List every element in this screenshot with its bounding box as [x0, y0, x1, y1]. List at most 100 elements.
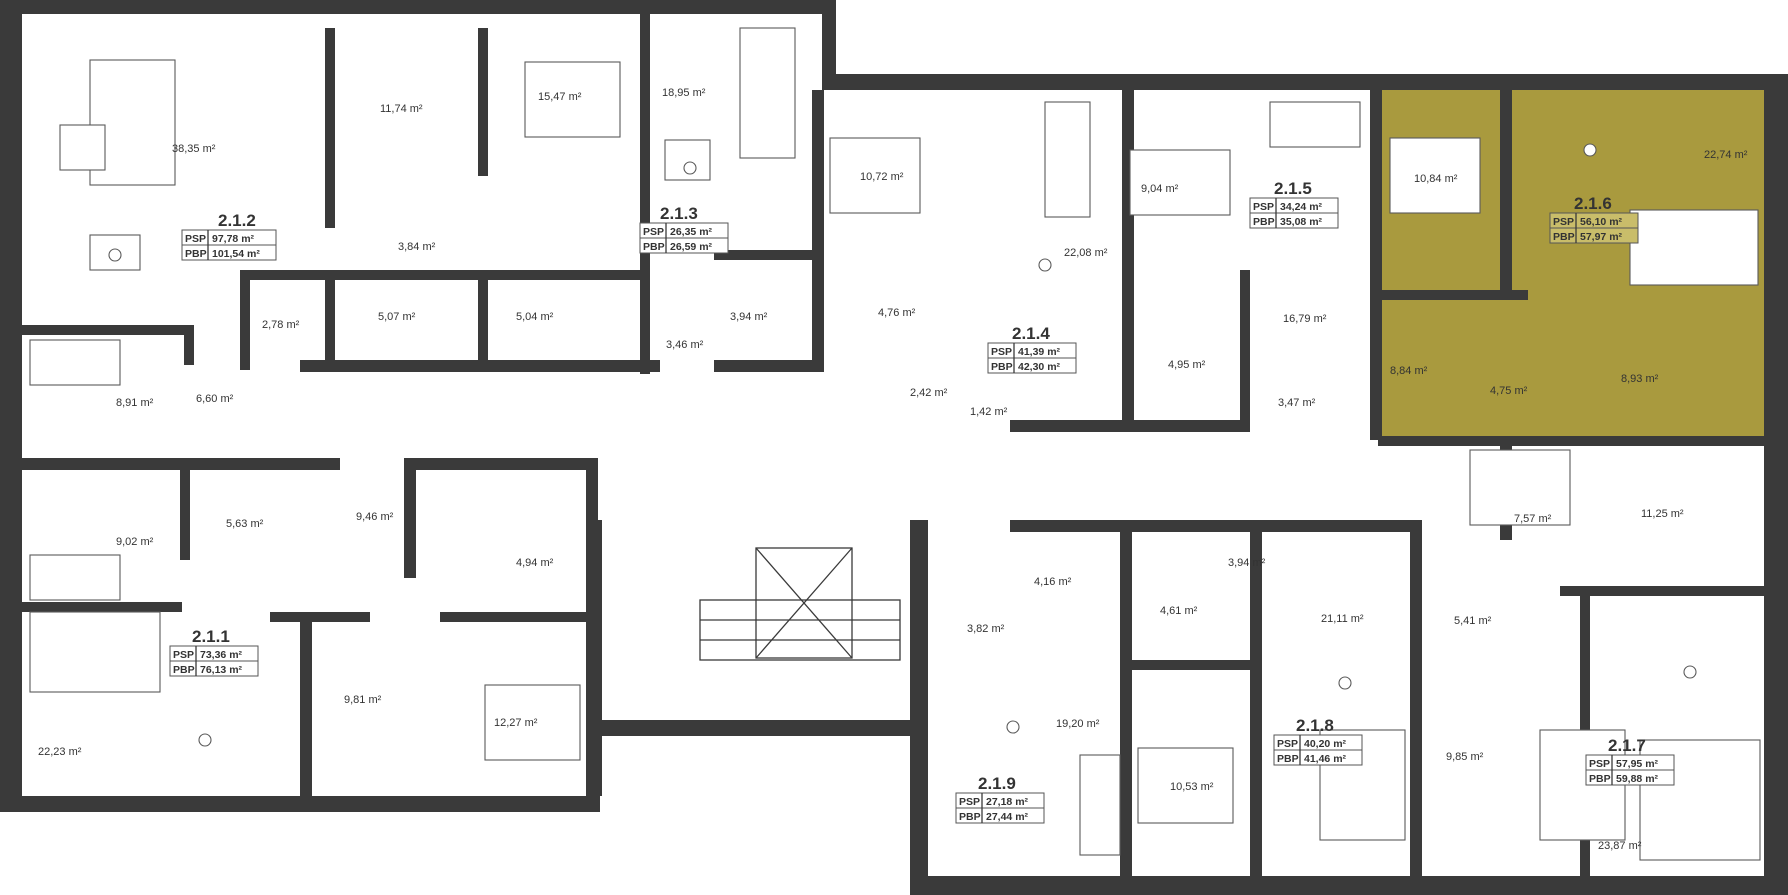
pbp-value: 27,44 m² — [986, 811, 1029, 823]
apartment-2-1-3-label[interactable]: 2.1.3 PSP 26,35 m² PBP 26,59 m² — [639, 204, 729, 254]
apartment-number: 2.1.3 — [660, 204, 698, 223]
apartment-number: 2.1.7 — [1608, 736, 1646, 755]
pbp-value: 101,54 m² — [212, 248, 260, 260]
room-area: 9,81 m² — [344, 694, 382, 706]
psp-label: PSP — [959, 796, 980, 808]
apartment-number: 2.1.9 — [978, 774, 1016, 793]
apartment-number: 2.1.2 — [218, 211, 256, 230]
room-area: 8,84 m² — [1390, 365, 1428, 377]
room-area: 9,85 m² — [1446, 751, 1484, 763]
pbp-label: PBP — [1253, 216, 1275, 228]
room-area: 3,82 m² — [967, 623, 1005, 635]
psp-value: 41,39 m² — [1018, 346, 1061, 358]
psp-label: PSP — [1553, 216, 1574, 228]
psp-value: 97,78 m² — [212, 233, 255, 245]
apartment-2-1-5-label[interactable]: 2.1.5 PSP 34,24 m² PBP 35,08 m² — [1249, 179, 1339, 229]
room-area: 11,25 m² — [1641, 508, 1684, 520]
psp-value: 27,18 m² — [986, 796, 1029, 808]
apartment-number: 2.1.6 — [1574, 194, 1612, 213]
room-area: 38,35 m² — [172, 143, 216, 155]
psp-value: 40,20 m² — [1304, 738, 1347, 750]
pbp-label: PBP — [959, 811, 981, 823]
pbp-value: 76,13 m² — [200, 664, 243, 676]
pbp-value: 59,88 m² — [1616, 773, 1659, 785]
pbp-label: PBP — [1277, 753, 1299, 765]
room-area: 12,27 m² — [494, 717, 538, 729]
apartment-2-1-7-label[interactable]: 2.1.7 PSP 57,95 m² PBP 59,88 m² — [1585, 736, 1675, 786]
pbp-label: PBP — [991, 361, 1013, 373]
room-area: 4,61 m² — [1160, 605, 1198, 617]
apartment-2-1-4-label[interactable]: 2.1.4 PSP 41,39 m² PBP 42,30 m² — [987, 324, 1077, 374]
pbp-value: 26,59 m² — [670, 241, 713, 253]
room-area: 6,60 m² — [196, 393, 234, 405]
psp-label: PSP — [185, 233, 206, 245]
room-area: 23,87 m² — [1598, 840, 1642, 852]
stair-core — [699, 547, 901, 661]
room-area: 5,63 m² — [226, 518, 264, 530]
apartment-2-1-9-label[interactable]: 2.1.9 PSP 27,18 m² PBP 27,44 m² — [955, 774, 1045, 824]
apartment-2-1-2-label[interactable]: 2.1.2 PSP 97,78 m² PBP 101,54 m² — [181, 211, 277, 261]
pbp-label: PBP — [643, 241, 665, 253]
inner-walls — [22, 14, 1788, 876]
pbp-label: PBP — [1553, 231, 1575, 243]
room-area: 4,94 m² — [516, 557, 554, 569]
apartment-2-1-8-label[interactable]: 2.1.8 PSP 40,20 m² PBP 41,46 m² — [1273, 716, 1363, 766]
psp-value: 73,36 m² — [200, 649, 243, 661]
pbp-label: PBP — [185, 248, 207, 260]
room-area: 4,95 m² — [1168, 359, 1206, 371]
psp-label: PSP — [1277, 738, 1298, 750]
psp-value: 34,24 m² — [1280, 201, 1323, 213]
room-area: 5,04 m² — [516, 311, 554, 323]
room-area: 11,74 m² — [380, 103, 423, 115]
room-area: 5,07 m² — [378, 311, 416, 323]
room-area: 16,79 m² — [1283, 313, 1327, 325]
room-area: 8,93 m² — [1621, 373, 1659, 385]
apartment-number: 2.1.4 — [1012, 324, 1050, 343]
pbp-value: 41,46 m² — [1304, 753, 1347, 765]
room-area: 3,84 m² — [398, 241, 436, 253]
psp-label: PSP — [1589, 758, 1610, 770]
room-area: 18,95 m² — [662, 87, 706, 99]
room-area: 2,42 m² — [910, 387, 948, 399]
psp-value: 26,35 m² — [670, 226, 713, 238]
room-area: 22,08 m² — [1064, 247, 1108, 259]
room-area: 9,46 m² — [356, 511, 394, 523]
room-area: 22,74 m² — [1704, 149, 1748, 161]
apartment-number: 2.1.1 — [192, 627, 230, 646]
psp-label: PSP — [1253, 201, 1274, 213]
room-area: 3,46 m² — [666, 339, 704, 351]
pbp-label: PBP — [1589, 773, 1611, 785]
room-area: 7,57 m² — [1514, 513, 1552, 525]
room-area: 10,72 m² — [860, 171, 904, 183]
apartment-2-1-6-label[interactable]: 2.1.6 PSP 56,10 m² PBP 57,97 m² — [1549, 194, 1639, 244]
psp-label: PSP — [991, 346, 1012, 358]
room-area: 10,84 m² — [1414, 173, 1458, 185]
room-area: 10,53 m² — [1170, 781, 1214, 793]
room-area: 5,41 m² — [1454, 615, 1492, 627]
psp-value: 57,95 m² — [1616, 758, 1659, 770]
room-area: 3,94 m² — [730, 311, 768, 323]
room-area: 22,23 m² — [38, 746, 82, 758]
pbp-value: 42,30 m² — [1018, 361, 1061, 373]
room-area: 4,75 m² — [1490, 385, 1528, 397]
room-area: 8,91 m² — [116, 397, 154, 409]
pbp-value: 35,08 m² — [1280, 216, 1323, 228]
room-area: 4,16 m² — [1034, 576, 1072, 588]
room-area: 3,47 m² — [1278, 397, 1316, 409]
psp-label: PSP — [643, 226, 664, 238]
room-area: 4,76 m² — [878, 307, 916, 319]
apartment-2-1-1-label[interactable]: 2.1.1 PSP 73,36 m² PBP 76,13 m² — [169, 627, 259, 677]
pbp-value: 57,97 m² — [1580, 231, 1623, 243]
room-area: 9,04 m² — [1141, 183, 1179, 195]
room-area: 9,02 m² — [116, 536, 154, 548]
room-area: 1,42 m² — [970, 406, 1008, 418]
apartment-number: 2.1.8 — [1296, 716, 1334, 735]
room-labels: 38,35 m² 11,74 m² 15,47 m² 18,95 m² 10,7… — [38, 87, 1748, 852]
room-area: 2,78 m² — [262, 319, 300, 331]
apartment-number: 2.1.5 — [1274, 179, 1312, 198]
pbp-label: PBP — [173, 664, 195, 676]
room-area: 3,94 m² — [1228, 557, 1266, 569]
psp-value: 56,10 m² — [1580, 216, 1623, 228]
room-area: 21,11 m² — [1321, 613, 1364, 625]
